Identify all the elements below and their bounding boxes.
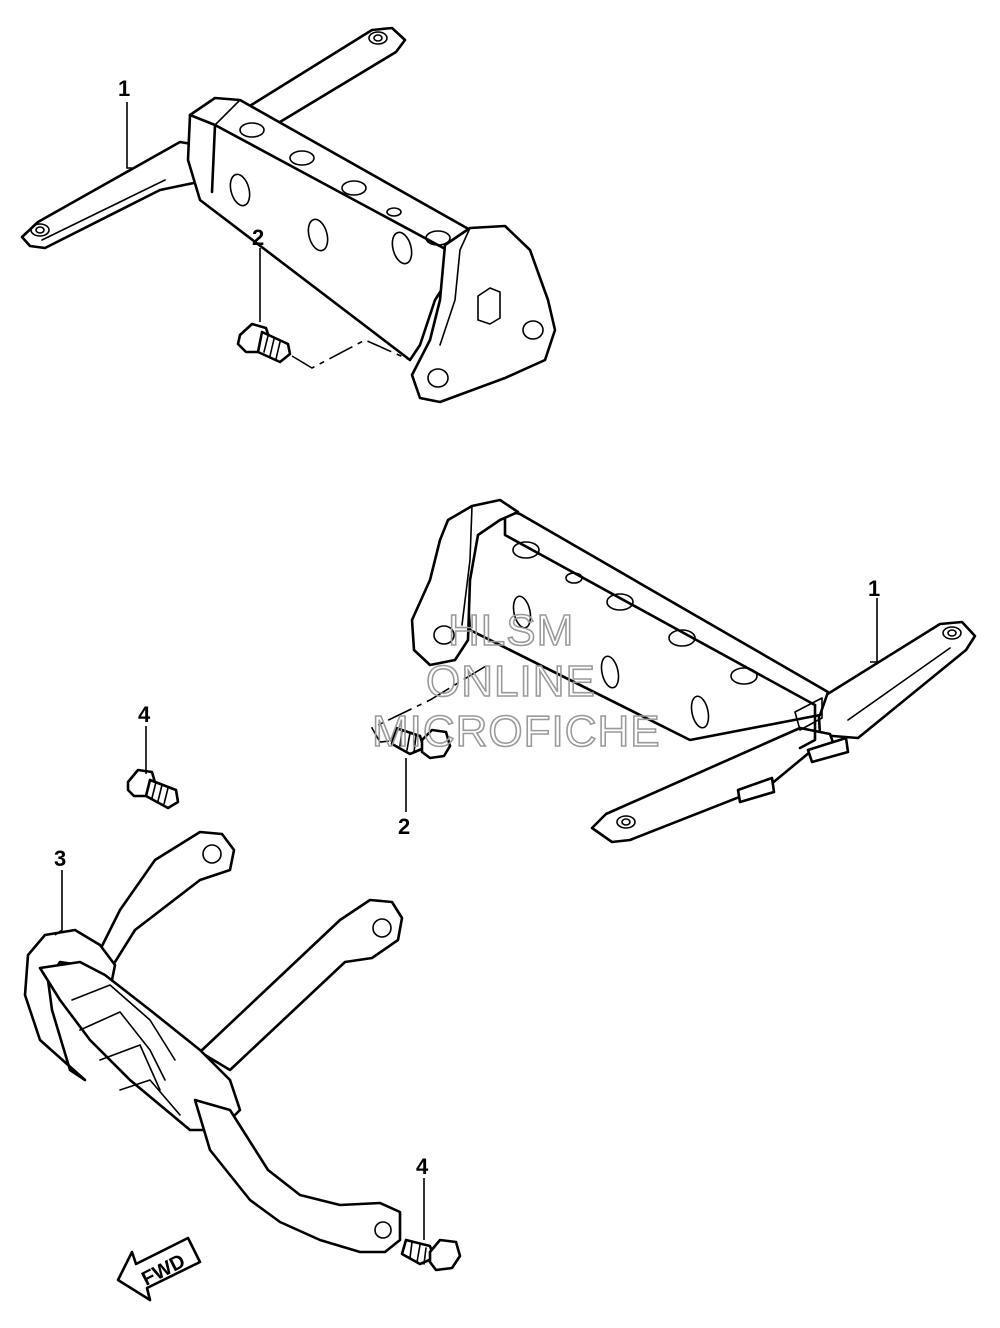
callout-1-lower: 1	[868, 576, 880, 601]
watermark-line-1: HLSM	[448, 606, 574, 655]
bolt-4-lower	[400, 1238, 462, 1272]
callout-4-lower: 4	[416, 1154, 429, 1179]
part-1-lower-bracket	[410, 498, 977, 844]
bolt-2-upper	[236, 322, 411, 369]
callout-4-upper: 4	[138, 702, 151, 727]
watermark-line-2: ONLINE	[426, 657, 596, 706]
watermark-line-3: MICROFICHE	[372, 707, 661, 756]
watermark: HLSM ONLINE MICROFICHE	[371, 605, 661, 757]
bolt-4-upper	[126, 768, 180, 810]
callout-2-upper: 2	[252, 225, 264, 250]
bolt-2-lower	[370, 665, 487, 760]
callout-1-upper: 1	[118, 76, 130, 101]
forward-arrow-icon: FWD	[116, 1236, 202, 1302]
part-1-upper-bracket	[20, 26, 557, 404]
callout-leaders	[54, 102, 878, 1240]
callout-3: 3	[54, 846, 66, 871]
part-3-guard	[23, 830, 404, 1254]
callout-2-lower: 2	[398, 814, 410, 839]
